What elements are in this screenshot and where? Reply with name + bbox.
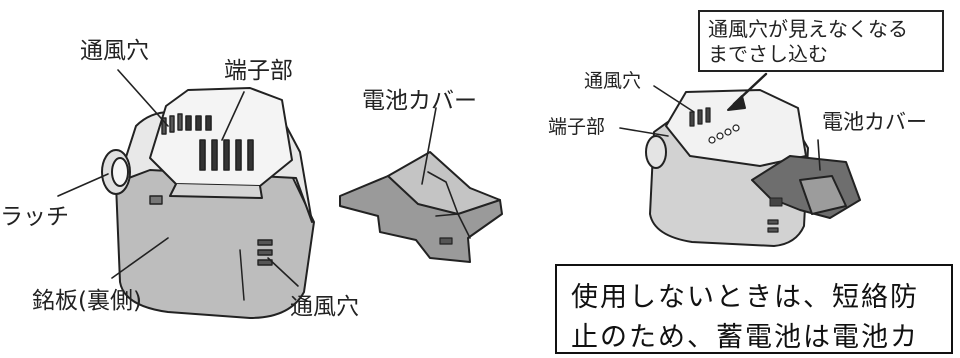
cover-leader-left xyxy=(421,107,437,185)
storage-notice: 使用しないときは、短絡防 止のため、蓄電池は電池カ xyxy=(555,264,953,354)
label-latch: ラッチ xyxy=(0,204,69,230)
callout-line-2: までさし込む xyxy=(708,42,828,66)
leader-lines-left xyxy=(57,69,299,287)
callout-line-1: 通風穴が見えなくなる xyxy=(708,17,908,41)
notice-line-1: 使用しないときは、短絡防 xyxy=(571,282,919,313)
battery-pack-left xyxy=(101,87,315,319)
label-vent-top: 通風穴 xyxy=(80,38,149,64)
leader-lines-right xyxy=(619,85,821,171)
label-terminal-right: 端子部 xyxy=(548,116,606,138)
battery-diagram xyxy=(57,69,861,319)
label-vent-right: 通風穴 xyxy=(584,70,642,92)
label-vent-bottom: 通風穴 xyxy=(290,294,359,320)
battery-cover xyxy=(339,151,503,263)
label-terminal: 端子部 xyxy=(224,58,293,84)
label-nameplate: 銘板(裏側) xyxy=(32,288,142,314)
label-battery-cover-right: 電池カバー xyxy=(822,110,927,134)
battery-with-cover xyxy=(645,89,861,247)
notice-line-2: 止のため、蓄電池は電池カ xyxy=(571,322,919,353)
insert-arrow xyxy=(727,72,768,111)
insertion-callout: 通風穴が見えなくなる までさし込む xyxy=(698,10,944,72)
label-battery-cover: 電池カバー xyxy=(362,88,477,114)
